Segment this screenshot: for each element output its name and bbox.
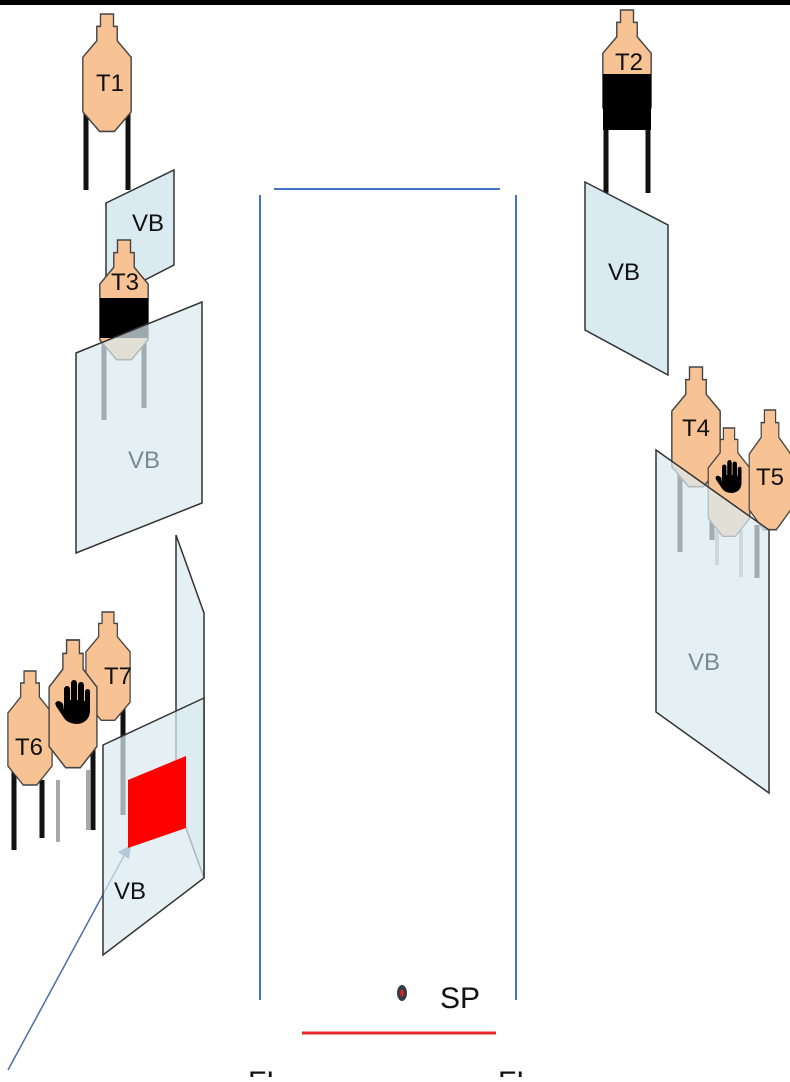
target-label-t7: T7 xyxy=(104,663,132,690)
barricade-lower-right xyxy=(655,448,770,795)
barricade-label: VB xyxy=(688,649,720,676)
target-label-t3: T3 xyxy=(111,269,139,296)
target-t2: T2 xyxy=(602,9,652,193)
fault-line-label-right: FL xyxy=(498,1066,533,1077)
barricade-middle-left xyxy=(75,300,203,555)
target-label-t6: T6 xyxy=(15,734,43,761)
no-shoot-left xyxy=(48,639,98,842)
target-label-t2: T2 xyxy=(615,49,643,76)
fault-line-label-left: FL xyxy=(248,1066,283,1077)
top-border xyxy=(0,0,790,5)
target-t1: T1 xyxy=(82,13,132,190)
barricade-upper-right xyxy=(584,180,669,377)
target-t6: T6 xyxy=(7,670,53,850)
barricade-label: VB xyxy=(114,878,146,905)
target-label-t1: T1 xyxy=(96,70,124,97)
black-mask xyxy=(603,74,651,130)
barricade-label: VB xyxy=(132,210,164,237)
barricade-label: VB xyxy=(608,259,640,286)
start-position-label: SP xyxy=(440,982,480,1015)
target-label-t4: T4 xyxy=(682,415,710,442)
target-label-t5: T5 xyxy=(756,464,784,491)
barricade-label: VB xyxy=(128,447,160,474)
steel-plate xyxy=(128,756,186,848)
